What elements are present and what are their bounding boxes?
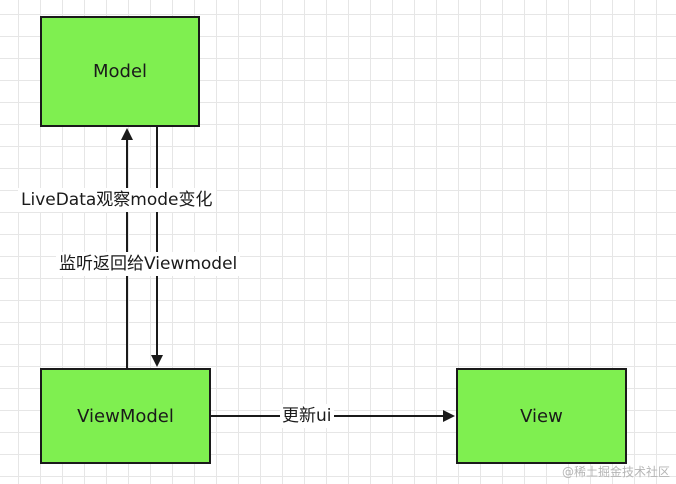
update-ui-label: 更新ui bbox=[280, 404, 334, 428]
view-node: View bbox=[456, 368, 627, 464]
model-node: Model bbox=[40, 16, 200, 127]
watermark-text: @稀土掘金技术社区 bbox=[561, 465, 670, 479]
viewmodel-node-label: ViewModel bbox=[77, 405, 174, 427]
model-node-label: Model bbox=[92, 61, 148, 82]
viewmodel-node: ViewModel bbox=[40, 368, 211, 464]
listen-return-label: 监听返回给Viewmodel bbox=[56, 252, 241, 276]
view-node-label: View bbox=[520, 405, 563, 427]
livedata-observe-label: LiveData观察mode变化 bbox=[18, 188, 216, 212]
